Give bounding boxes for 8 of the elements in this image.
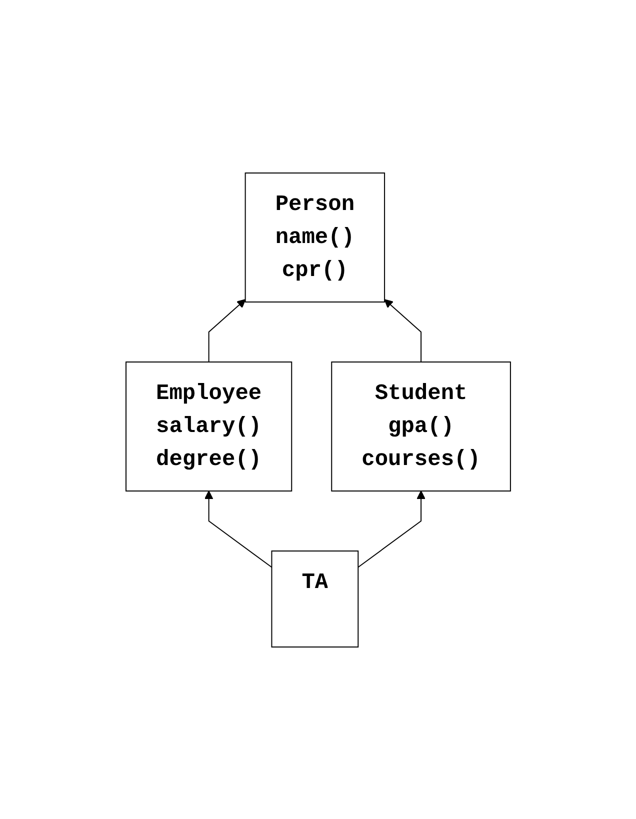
node-box: Person name() cpr() [244,172,385,302]
arrow [204,490,272,568]
arrow [357,490,426,568]
arrow [208,298,246,362]
node-box: Student gpa() courses() [330,361,511,491]
node-box: Employee salary() degree() [125,361,292,491]
node-box: TA [271,550,358,647]
arrow [384,298,422,362]
